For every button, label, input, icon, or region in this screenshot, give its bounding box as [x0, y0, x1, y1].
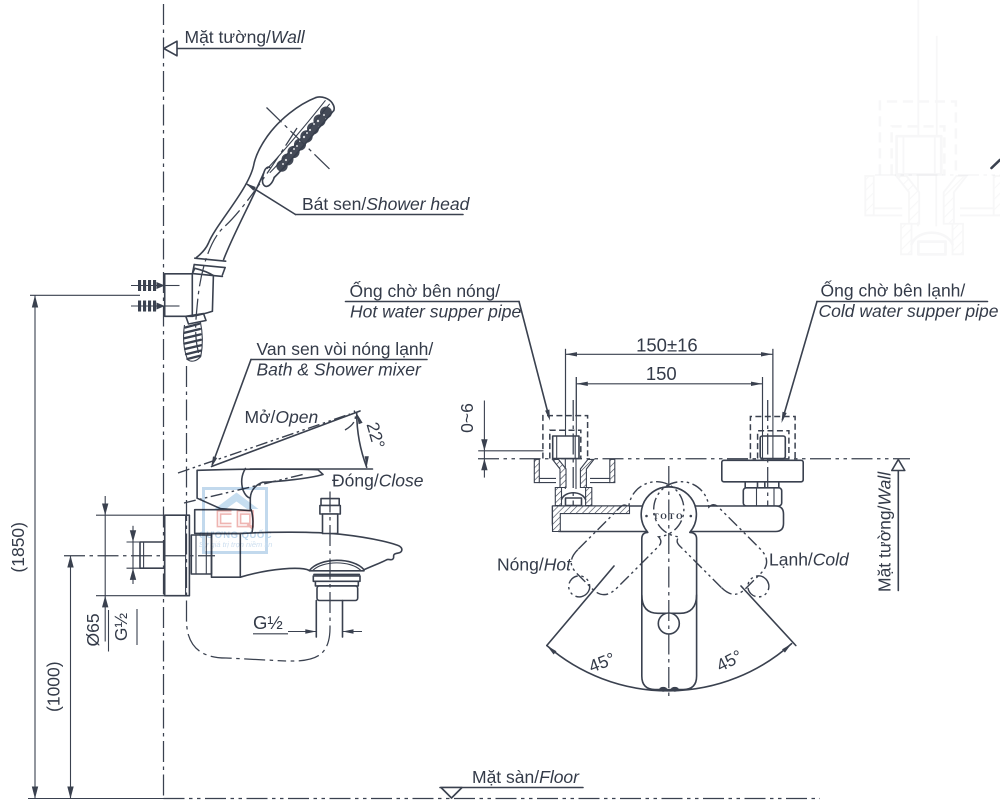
svg-text:G½: G½ [111, 612, 131, 641]
svg-text:45°: 45° [586, 648, 618, 676]
svg-text:Ống chờ bên lạnh/: Ống chờ bên lạnh/ [821, 280, 966, 301]
svg-text:Ø65: Ø65 [83, 613, 103, 646]
svg-text:150±16: 150±16 [636, 335, 698, 356]
svg-text:Sự giá trị trọn niềm tin: Sự giá trị trọn niềm tin [199, 540, 273, 549]
svg-text:Mặt tường/Wall: Mặt tường/Wall [875, 471, 895, 592]
svg-text:(1000): (1000) [44, 661, 64, 712]
svg-text:Bath & Shower mixer: Bath & Shower mixer [257, 360, 423, 380]
svg-text:45°: 45° [713, 646, 746, 676]
svg-text:Van sen vòi nóng lạnh/: Van sen vòi nóng lạnh/ [257, 339, 434, 359]
svg-text:Bát sen/Shower head: Bát sen/Shower head [302, 194, 471, 214]
svg-text:Mở/Open: Mở/Open [245, 407, 319, 427]
svg-text:Mặt tường/Wall: Mặt tường/Wall [185, 27, 306, 47]
svg-text:Lạnh/Cold: Lạnh/Cold [769, 550, 850, 570]
svg-text:Nóng/Hot: Nóng/Hot [497, 555, 572, 575]
svg-text:Hot water supper pipe: Hot water supper pipe [350, 302, 521, 322]
svg-text:(1850): (1850) [8, 522, 28, 573]
svg-text:Cold water supper pipe: Cold water supper pipe [819, 301, 999, 321]
svg-text:G½: G½ [253, 612, 283, 633]
svg-text:Mặt sàn/Floor: Mặt sàn/Floor [472, 767, 580, 787]
svg-text:150: 150 [646, 363, 677, 384]
svg-text:Ống chờ bên nóng/: Ống chờ bên nóng/ [350, 280, 501, 301]
svg-text:TOTO: TOTO [653, 511, 684, 521]
svg-text:CƯƠNG QUỐC: CƯƠNG QUỐC [199, 529, 272, 541]
svg-text:22°: 22° [363, 420, 390, 451]
svg-text:Đóng/Close: Đóng/Close [332, 471, 424, 491]
svg-text:0~6: 0~6 [457, 403, 477, 433]
